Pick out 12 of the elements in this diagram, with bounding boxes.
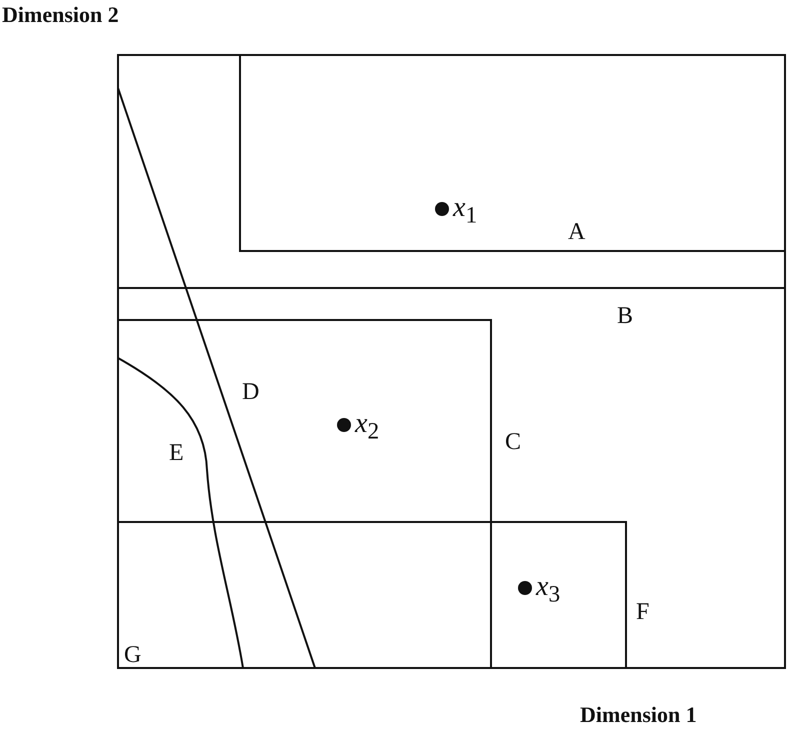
region-label: G [124,643,142,667]
axis-label: Dimension 1 [580,704,697,726]
region-label: B [617,304,634,328]
region-label: A [568,220,586,244]
point-label: x$_{2}$ [355,410,380,444]
region-label: C [505,430,522,454]
point-label: x$_{1}$ [453,194,478,228]
point-label: x$_{3}$ [536,573,560,607]
region-label: F [636,600,650,624]
region-label: E [169,441,184,465]
region-label: D [242,380,260,404]
axis-label: Dimension 2 [2,4,119,26]
